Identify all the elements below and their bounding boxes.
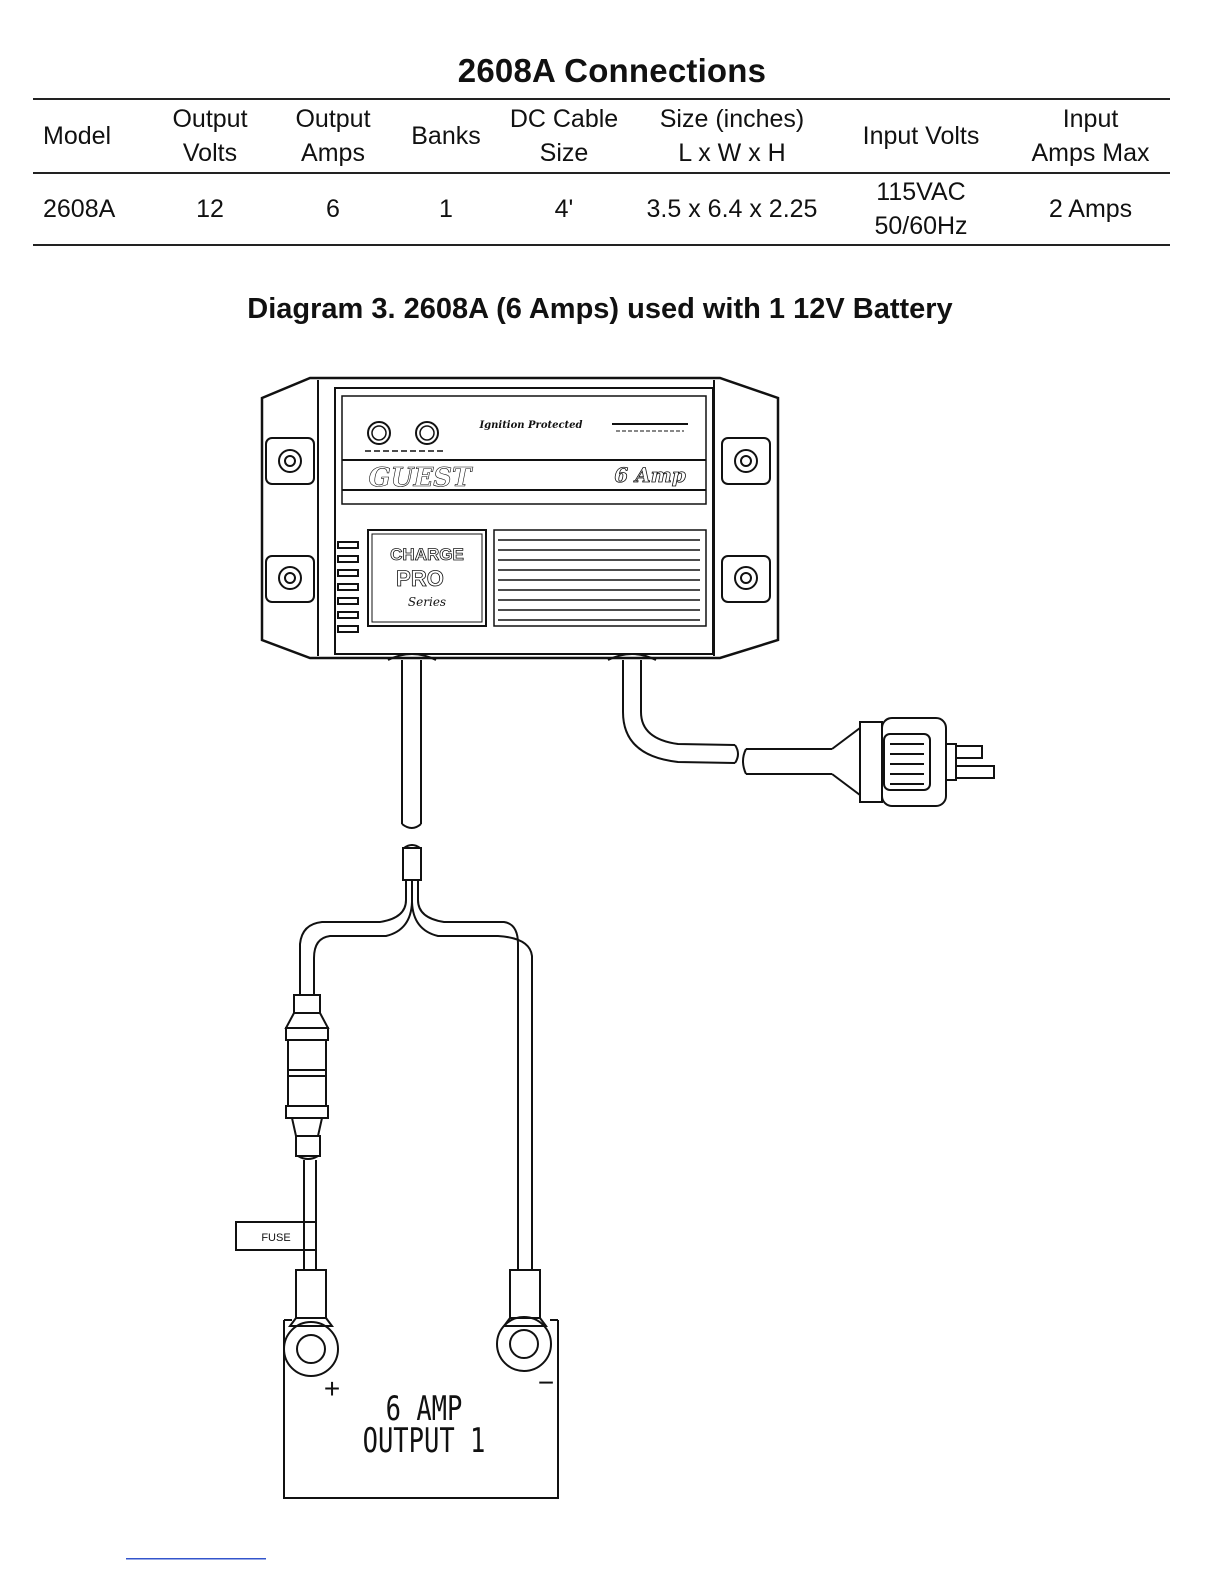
indicator-light-left-icon [367, 421, 391, 445]
cell-banks: 1 [397, 173, 495, 246]
mount-hole-bottom-right-icon [734, 566, 758, 590]
header-model: Model [33, 98, 151, 174]
charger-note: Ignition Protected [478, 420, 582, 431]
ac-plug-icon [859, 717, 995, 807]
left-vent-slots-icon [337, 541, 359, 633]
badge-line-2: PRO [396, 566, 444, 591]
inline-fuse-holder-icon [284, 994, 330, 1160]
badge-line-1: CHARGE [390, 545, 464, 564]
battery-label-line-2: OUTPUT 1 [363, 1421, 486, 1461]
cell-model: 2608A [33, 173, 151, 246]
fuse-tag [235, 1221, 317, 1251]
header-input-volts: Input Volts [831, 98, 1011, 174]
charger-brand: GUEST [369, 463, 473, 493]
vent-grille-icon [493, 529, 707, 627]
battery-terminals [283, 1269, 552, 1377]
badge-tagline: Series [408, 595, 446, 609]
cell-output-volts: 12 [151, 173, 269, 246]
cell-size: 3.5 x 6.4 x 2.25 [633, 173, 831, 246]
mount-hole-top-right-icon [734, 449, 758, 473]
mount-hole-top-left-icon [278, 449, 302, 473]
positive-terminal-icon [283, 1321, 339, 1377]
negative-terminal-icon [496, 1316, 552, 1372]
header-banks: Banks [397, 98, 495, 174]
dc-output-cable [401, 660, 422, 829]
charger-unit [260, 376, 780, 661]
diagram-caption: Diagram 3. 2608A (6 Amps) used with 1 12… [247, 293, 953, 325]
mount-hole-bottom-left-icon [278, 566, 302, 590]
cell-input-amps: 2 Amps [1011, 173, 1170, 246]
dc-cable-connector [402, 844, 422, 881]
cell-output-amps: 6 [269, 173, 397, 246]
ac-power-cord [622, 660, 861, 797]
header-size: Size (inches)L x W x H [633, 98, 831, 174]
battery-minus-sign: − [538, 1367, 554, 1398]
battery-icon [283, 1319, 559, 1499]
indicator-light-right-icon [415, 421, 439, 445]
fuse-label: FUSE [261, 1232, 290, 1244]
page-title: 2608A Connections [457, 52, 767, 89]
charger-rating: 6 Amp [614, 463, 686, 487]
battery-label-line-1: 6 AMP [386, 1389, 463, 1429]
cell-dc-cable: 4' [495, 173, 633, 246]
battery-leads [284, 880, 533, 1270]
battery-plus-sign: + [324, 1373, 340, 1404]
